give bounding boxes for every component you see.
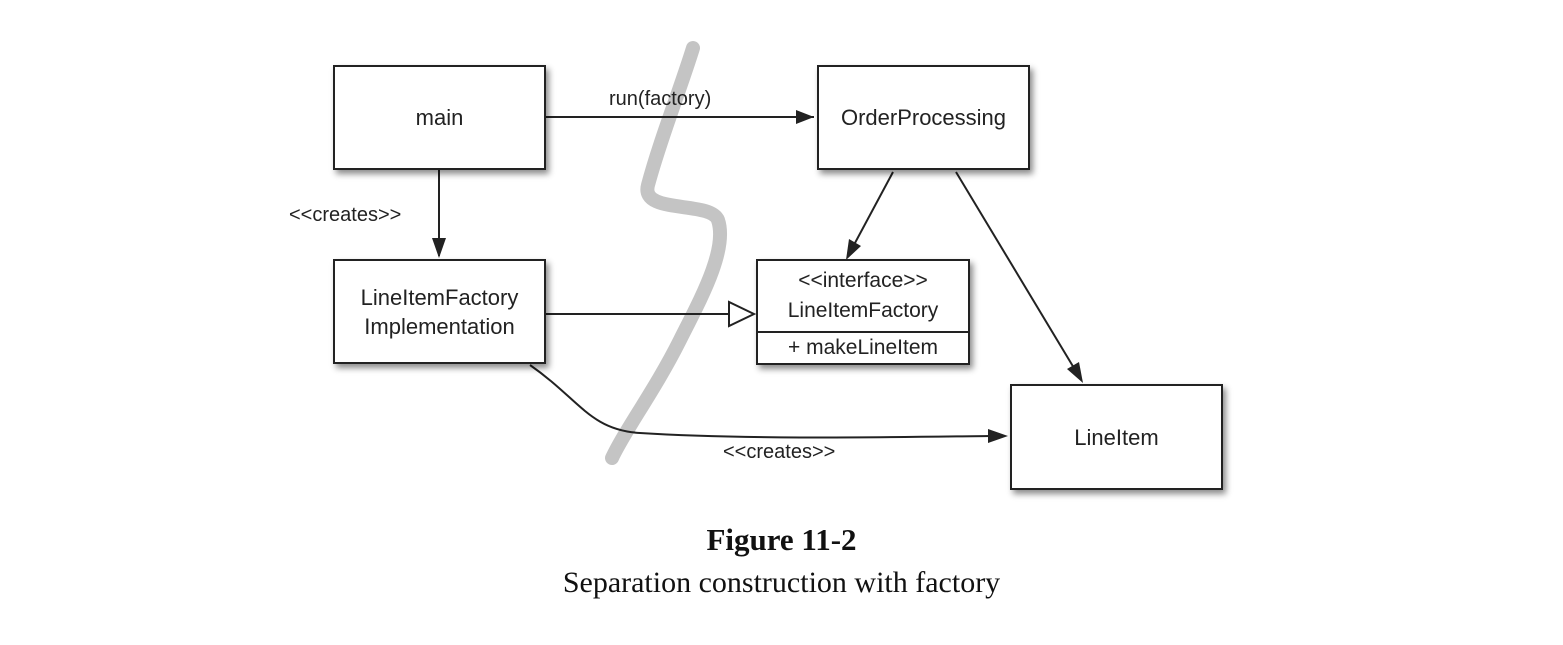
figure-subtitle: Separation construction with factory [562,566,1001,599]
node-line-item-label: LineItem [1074,424,1159,450]
interface-header: <<interface>> LineItemFactory [758,261,968,333]
impl-creates-label: <<creates>> [723,441,836,463]
impl-creates-curve [529,364,991,439]
node-factory-impl-line1: LineItemFactory [360,284,519,310]
op-to-interface-arrow [847,171,894,257]
node-order-processing: OrderProcessing [817,65,1030,170]
node-main: main [333,65,546,170]
node-factory-implementation: LineItemFactory Implementation [333,259,546,364]
main-creates-arrowhead [432,238,446,258]
op-to-lineitem-arrow [955,171,1081,379]
interface-name: LineItemFactory [787,299,939,322]
node-factory-interface: <<interface>> LineItemFactory + makeLine… [756,259,970,365]
realization-triangle [728,300,757,328]
impl-creates-arrowhead [988,429,1008,443]
node-main-label: main [415,105,464,130]
op-to-interface-arrowhead [846,239,861,260]
interface-operation: + makeLineItem [788,336,938,359]
run-factory-label: run(factory) [609,88,712,110]
interface-stereotype: <<interface>> [798,269,928,292]
main-creates-label: <<creates>> [289,204,402,226]
node-order-processing-label: OrderProcessing [840,105,1007,130]
node-factory-impl-line2: Implementation [364,313,515,339]
run-arrowhead [796,110,814,124]
separator-line [605,41,728,465]
op-to-lineitem-arrowhead [1067,362,1083,383]
node-line-item: LineItem [1010,384,1223,490]
figure-title: Figure 11-2 [706,522,857,557]
